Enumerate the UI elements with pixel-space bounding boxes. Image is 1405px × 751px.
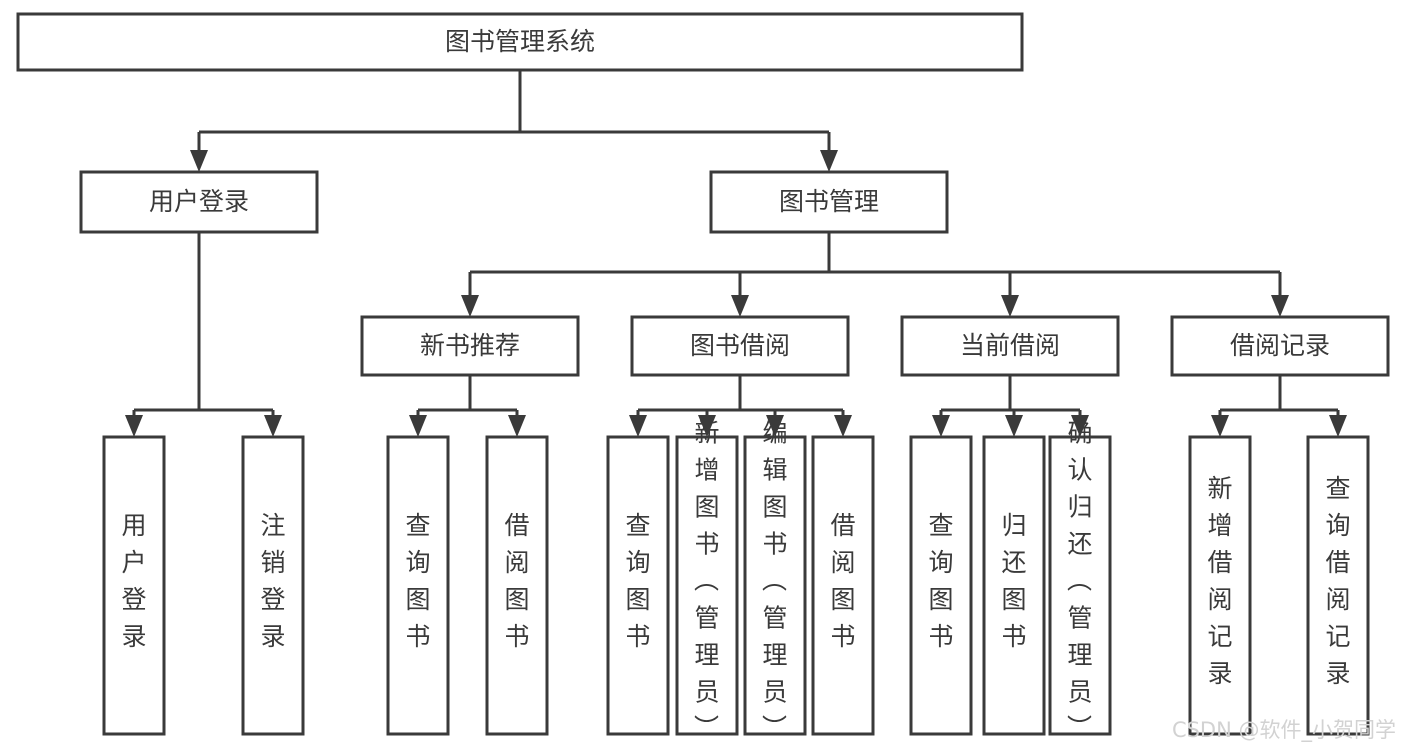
connector-layer bbox=[125, 70, 1347, 437]
node-current-borrow[interactable]: 当前借阅 bbox=[900, 315, 1120, 377]
node-root-box[interactable] bbox=[16, 12, 1024, 72]
node-leaf-query-book-1[interactable]: 查询图书 bbox=[386, 435, 450, 736]
node-leaf-query-book-2[interactable]: 查询图书 bbox=[606, 435, 670, 736]
node-leaf-query-book-2-label: 查询图书 bbox=[625, 511, 650, 651]
node-leaf-query-book-2-box[interactable] bbox=[606, 435, 670, 736]
node-leaf-query-book-1-label: 查询图书 bbox=[405, 511, 430, 651]
node-root-label: 图书管理系统 bbox=[445, 27, 595, 56]
node-leaf-add-record-label: 新增借阅记录 bbox=[1207, 474, 1232, 688]
node-leaf-confirm-return-label: 确认归还（管理员） bbox=[1067, 419, 1093, 744]
connector-arrowhead bbox=[1005, 415, 1023, 437]
connector-arrowhead bbox=[820, 150, 838, 172]
node-layer: 图书管理系统用户登录图书管理新书推荐图书借阅当前借阅借阅记录用户登录注销登录查询… bbox=[16, 12, 1390, 744]
node-leaf-edit-book[interactable]: 编辑图书（管理员） bbox=[743, 419, 807, 744]
node-leaf-return-book[interactable]: 归还图书 bbox=[982, 435, 1046, 736]
connector-arrowhead bbox=[1211, 415, 1229, 437]
connector-arrowhead bbox=[698, 415, 716, 437]
node-leaf-query-record[interactable]: 查询借阅记录 bbox=[1306, 435, 1370, 736]
node-user-login-box[interactable] bbox=[79, 170, 319, 234]
node-current-borrow-box[interactable] bbox=[900, 315, 1120, 377]
connector-arrowhead bbox=[508, 415, 526, 437]
node-new-book-recommend-box[interactable] bbox=[360, 315, 580, 377]
connector-arrowhead bbox=[461, 295, 479, 317]
node-current-borrow-label: 当前借阅 bbox=[960, 331, 1060, 360]
node-leaf-query-book-1-box[interactable] bbox=[386, 435, 450, 736]
node-leaf-user-login-box[interactable] bbox=[102, 435, 166, 736]
node-book-manage-box[interactable] bbox=[709, 170, 949, 234]
node-leaf-add-book-label: 新增图书（管理员） bbox=[694, 419, 720, 744]
connector-arrowhead bbox=[731, 295, 749, 317]
node-leaf-add-book-box[interactable] bbox=[675, 435, 739, 736]
node-leaf-borrow-book-1[interactable]: 借阅图书 bbox=[485, 435, 549, 736]
connector-arrowhead bbox=[1271, 295, 1289, 317]
node-leaf-user-login[interactable]: 用户登录 bbox=[102, 435, 166, 736]
connector-arrowhead bbox=[190, 150, 208, 172]
node-book-borrow-label: 图书借阅 bbox=[690, 331, 790, 360]
node-borrow-record-box[interactable] bbox=[1170, 315, 1390, 377]
node-book-manage[interactable]: 图书管理 bbox=[709, 170, 949, 234]
node-leaf-edit-book-box[interactable] bbox=[743, 435, 807, 736]
node-book-manage-label: 图书管理 bbox=[779, 187, 879, 216]
connector-arrowhead bbox=[1001, 295, 1019, 317]
node-user-login-label: 用户登录 bbox=[149, 187, 249, 216]
node-borrow-record[interactable]: 借阅记录 bbox=[1170, 315, 1390, 377]
node-leaf-query-book-3-label: 查询图书 bbox=[928, 511, 953, 651]
connector-arrowhead bbox=[932, 415, 950, 437]
node-leaf-query-book-3-box[interactable] bbox=[909, 435, 973, 736]
connector-arrowhead bbox=[1329, 415, 1347, 437]
node-root[interactable]: 图书管理系统 bbox=[16, 12, 1024, 72]
node-leaf-borrow-book-1-label: 借阅图书 bbox=[504, 511, 529, 651]
node-leaf-borrow-book-2-box[interactable] bbox=[811, 435, 875, 736]
node-user-login[interactable]: 用户登录 bbox=[79, 170, 319, 234]
connector-arrowhead bbox=[264, 415, 282, 437]
node-leaf-borrow-book-2-label: 借阅图书 bbox=[830, 511, 855, 651]
node-leaf-return-book-label: 归还图书 bbox=[1001, 511, 1026, 651]
node-leaf-add-record[interactable]: 新增借阅记录 bbox=[1188, 435, 1252, 736]
node-leaf-query-book-3[interactable]: 查询图书 bbox=[909, 435, 973, 736]
connector-arrowhead bbox=[834, 415, 852, 437]
node-book-borrow[interactable]: 图书借阅 bbox=[630, 315, 850, 377]
node-leaf-logout[interactable]: 注销登录 bbox=[241, 435, 305, 736]
node-leaf-logout-box[interactable] bbox=[241, 435, 305, 736]
connector-arrowhead bbox=[629, 415, 647, 437]
node-new-book-recommend[interactable]: 新书推荐 bbox=[360, 315, 580, 377]
node-leaf-confirm-return-box[interactable] bbox=[1048, 435, 1112, 736]
node-leaf-confirm-return[interactable]: 确认归还（管理员） bbox=[1048, 419, 1112, 744]
connector-arrowhead bbox=[409, 415, 427, 437]
node-leaf-logout-label: 注销登录 bbox=[260, 511, 285, 651]
node-new-book-recommend-label: 新书推荐 bbox=[420, 331, 520, 360]
node-leaf-query-record-label: 查询借阅记录 bbox=[1325, 474, 1350, 688]
node-book-borrow-box[interactable] bbox=[630, 315, 850, 377]
node-leaf-return-book-box[interactable] bbox=[982, 435, 1046, 736]
connector-arrowhead bbox=[766, 415, 784, 437]
connector-arrowhead bbox=[1071, 415, 1089, 437]
csdn-watermark: CSDN @软件_小贺同学 bbox=[1172, 718, 1396, 743]
node-leaf-user-login-label: 用户登录 bbox=[121, 511, 146, 651]
node-leaf-borrow-book-2[interactable]: 借阅图书 bbox=[811, 435, 875, 736]
node-leaf-borrow-book-1-box[interactable] bbox=[485, 435, 549, 736]
node-leaf-edit-book-label: 编辑图书（管理员） bbox=[762, 419, 788, 744]
node-borrow-record-label: 借阅记录 bbox=[1230, 331, 1330, 360]
connector-arrowhead bbox=[125, 415, 143, 437]
node-leaf-add-record-box[interactable] bbox=[1188, 435, 1252, 736]
node-leaf-add-book[interactable]: 新增图书（管理员） bbox=[675, 419, 739, 744]
node-leaf-query-record-box[interactable] bbox=[1306, 435, 1370, 736]
